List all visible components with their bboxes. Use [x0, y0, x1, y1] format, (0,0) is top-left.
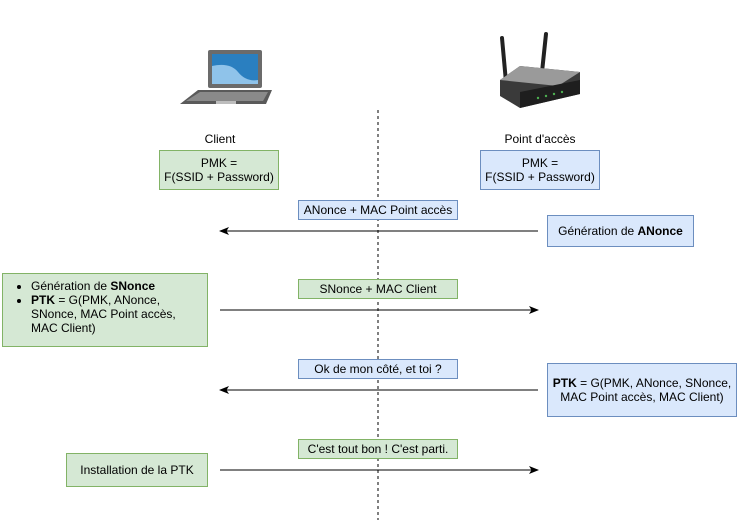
ap-anonce-generation-text: Génération de ANonce — [558, 224, 683, 238]
client-steps-list: Génération de SNonce PTK = G(PMK, ANonce… — [9, 279, 203, 335]
client-install-label: Installation de la PTK — [80, 463, 194, 477]
client-snonce-ptk-box: Génération de SNonce PTK = G(PMK, ANonce… — [2, 273, 208, 347]
wifi-router-icon — [500, 32, 580, 108]
message-anonce: ANonce + MAC Point accès — [298, 200, 458, 220]
client-pmk-line1: PMK = — [200, 156, 238, 170]
ap-ptk-text: PTK = G(PMK, ANonce, SNonce, MAC Point a… — [552, 376, 732, 404]
ap-pmk-line1: PMK = — [521, 156, 559, 170]
ap-ptk-box: PTK = G(PMK, ANonce, SNonce, MAC Point a… — [547, 363, 737, 417]
message-go: C'est tout bon ! C'est parti. — [298, 439, 458, 459]
ap-label: Point d'accès — [504, 132, 576, 146]
client-step-ptk: PTK = G(PMK, ANonce, SNonce, MAC Point a… — [31, 293, 203, 335]
client-install-box: Installation de la PTK — [66, 453, 208, 487]
client-label: Client — [204, 132, 236, 146]
message-ok-label: Ok de mon côté, et toi ? — [314, 362, 442, 376]
ap-anonce-generation-box: Génération de ANonce — [547, 215, 694, 247]
client-step-snonce: Génération de SNonce — [31, 279, 203, 293]
laptop-icon — [180, 50, 272, 104]
message-snonce: SNonce + MAC Client — [298, 279, 458, 299]
client-pmk-line2: F(SSID + Password) — [164, 170, 274, 184]
ap-pmk-line2: F(SSID + Password) — [485, 170, 595, 184]
ap-pmk-box: PMK = F(SSID + Password) — [480, 150, 600, 190]
message-ok: Ok de mon côté, et toi ? — [298, 359, 458, 379]
message-anonce-label: ANonce + MAC Point accès — [303, 203, 453, 217]
client-pmk-box: PMK = F(SSID + Password) — [159, 150, 279, 190]
message-go-label: C'est tout bon ! C'est parti. — [307, 442, 449, 456]
message-snonce-label: SNonce + MAC Client — [319, 282, 437, 296]
